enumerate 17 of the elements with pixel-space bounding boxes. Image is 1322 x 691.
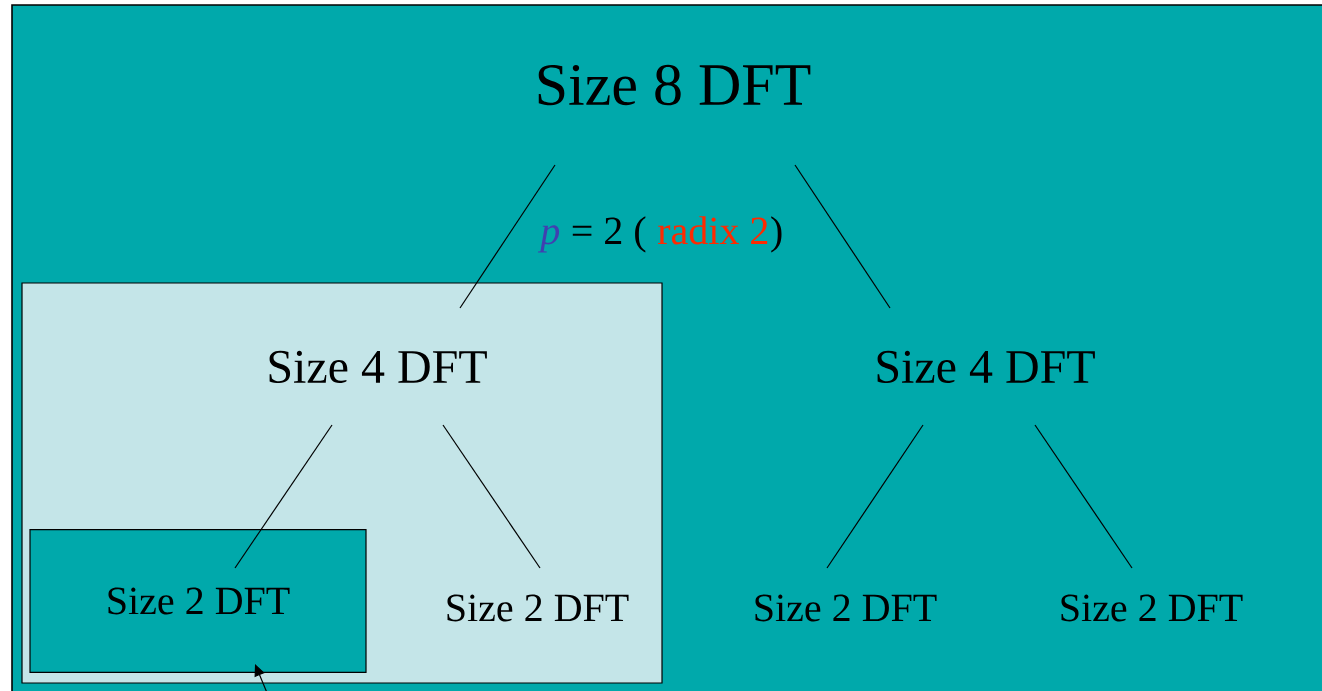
dft-label: Size 2 DFT bbox=[755, 594, 937, 622]
radix-label: = 2 ( bbox=[572, 216, 646, 253]
tree-line bbox=[442, 424, 541, 569]
dft-box: Size 2 DFT bbox=[29, 529, 367, 673]
tree-line bbox=[1034, 424, 1133, 569]
tree-line bbox=[459, 164, 556, 309]
radix-label: radix 2 bbox=[658, 216, 768, 245]
dft-label: Size 2 DFT bbox=[1061, 594, 1243, 622]
dft-label: Size 8 DFT bbox=[538, 64, 811, 106]
radix-label: ) bbox=[771, 216, 782, 253]
dft-label: Size 4 DFT bbox=[269, 350, 487, 384]
tree-line bbox=[794, 164, 891, 309]
dft-label: Size 2 DFT bbox=[447, 594, 629, 622]
tree-line bbox=[234, 424, 333, 569]
tree-line bbox=[826, 424, 924, 569]
dft-label: Size 4 DFT bbox=[877, 350, 1095, 384]
radix-label: p bbox=[537, 225, 560, 253]
